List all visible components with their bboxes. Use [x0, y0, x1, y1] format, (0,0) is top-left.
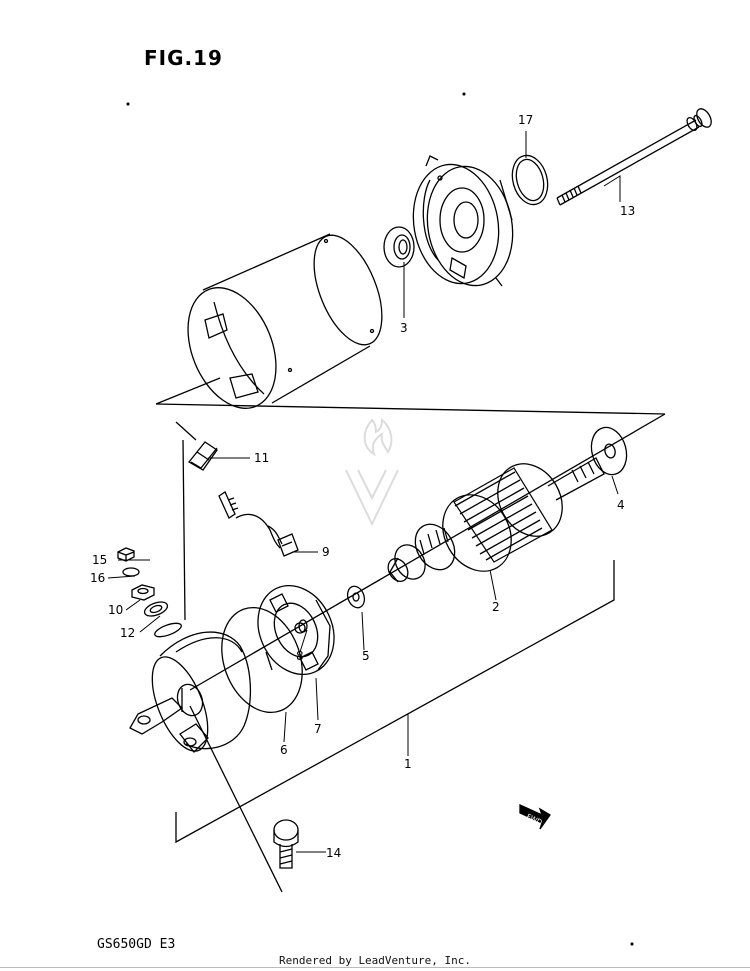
callout-7: 7	[314, 722, 322, 736]
nut-10	[131, 584, 155, 601]
model-code: GS650GD E3	[97, 937, 176, 952]
o-ring-12b	[154, 622, 182, 638]
callout-2: 2	[492, 600, 500, 614]
callout-3: 3	[400, 321, 408, 335]
oil-seal	[383, 226, 415, 268]
o-ring	[511, 154, 549, 206]
through-bolt	[556, 108, 712, 206]
fwd-arrow-icon: FWD	[519, 803, 551, 830]
callout-17: 17	[518, 113, 533, 127]
washer-12	[143, 601, 169, 617]
small-nut	[298, 619, 308, 633]
nut-15	[117, 547, 135, 562]
mounting-bolt	[273, 819, 299, 869]
callout-4: 4	[617, 498, 625, 512]
callout-11: 11	[254, 451, 269, 465]
callout-9: 9	[322, 545, 330, 559]
washer-16	[122, 567, 140, 577]
leader-lines	[107, 131, 621, 853]
leadventure-watermark	[345, 417, 399, 527]
o-ring-inner	[515, 158, 545, 202]
phantom-lines	[155, 377, 666, 893]
brush-holder	[257, 584, 335, 676]
specks	[126, 92, 634, 946]
front-housing	[129, 631, 252, 753]
yoke-cylinder	[187, 233, 383, 409]
callout-8: 8	[296, 649, 304, 663]
figure-title: FIG.19	[144, 46, 223, 70]
callout-13: 13	[620, 204, 635, 218]
callout-5: 5	[362, 649, 370, 663]
terminal-part	[188, 441, 218, 471]
armature	[387, 457, 605, 583]
callout-14: 14	[326, 846, 341, 860]
render-credit: Rendered by LeadVenture, Inc.	[278, 954, 472, 967]
callout-12: 12	[120, 626, 135, 640]
callout-10: 10	[108, 603, 123, 617]
washer	[346, 585, 366, 609]
callout-numbers: 17 13 3 4 11 9 15 16 10 12 8 5 2 7 6 1 1…	[90, 113, 635, 860]
end-cover	[412, 155, 514, 287]
callout-16: 16	[90, 571, 105, 585]
callout-1: 1	[404, 757, 412, 771]
thrust-washer	[590, 426, 628, 476]
footer-rule	[0, 967, 750, 968]
callout-6: 6	[280, 743, 288, 757]
brush-lead	[218, 491, 299, 557]
callout-15: 15	[92, 553, 107, 567]
housing-o-ring	[221, 606, 303, 714]
